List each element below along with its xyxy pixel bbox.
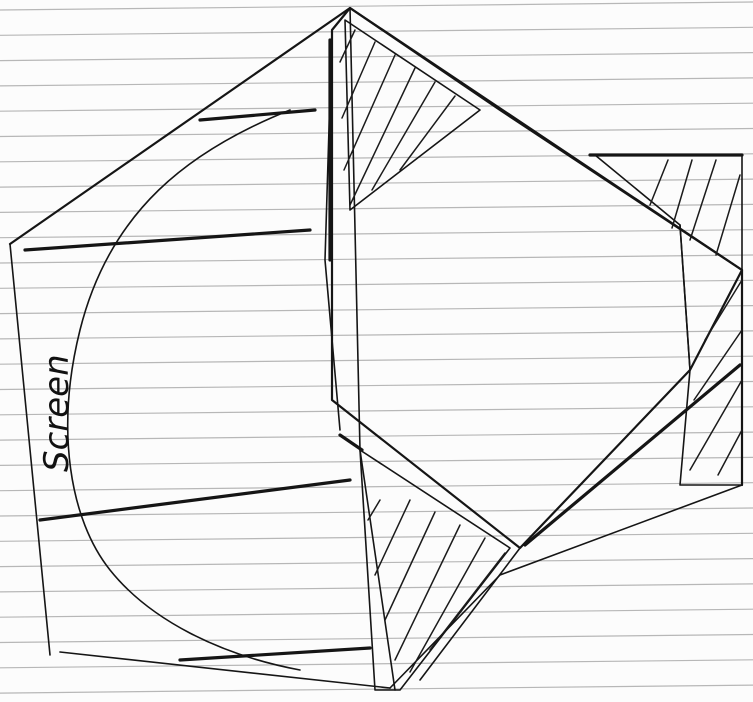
- ruled-line: [0, 331, 753, 339]
- ruled-line: [0, 2, 753, 10]
- ruled-line: [0, 204, 753, 212]
- ruled-line: [0, 78, 753, 86]
- ruled-line: [0, 584, 753, 592]
- ruled-line: [0, 609, 753, 617]
- screen-label: Screen: [37, 354, 77, 472]
- ruled-line: [0, 660, 753, 668]
- ruled-line: [0, 483, 753, 491]
- ruled-line: [0, 407, 753, 415]
- ruled-line: [0, 255, 753, 263]
- ruled-line: [0, 356, 753, 364]
- screen-arc: [68, 110, 300, 670]
- ruled-line: [0, 27, 753, 35]
- ruled-line: [0, 129, 753, 137]
- ruled-line: [0, 53, 753, 61]
- ruled-line: [0, 230, 753, 238]
- ruled-line: [0, 103, 753, 111]
- ruled-line: [0, 382, 753, 390]
- ruled-line: [0, 306, 753, 314]
- ruled-line: [0, 635, 753, 643]
- ruled-line: [0, 280, 753, 288]
- ruled-line: [0, 533, 753, 541]
